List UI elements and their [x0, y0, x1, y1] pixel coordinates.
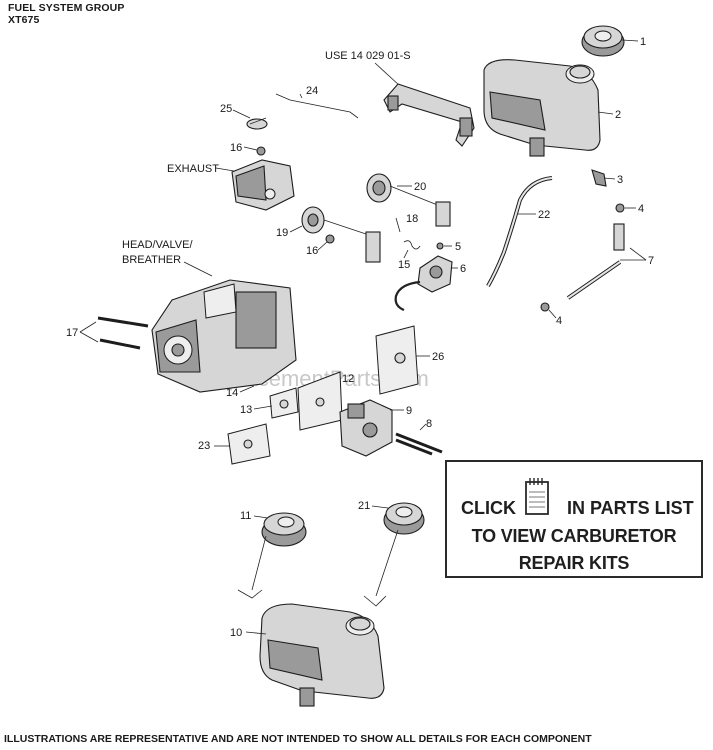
callout-4-upper: 4 — [638, 203, 644, 215]
gasket-part-23[interactable] — [227, 423, 271, 465]
plate-part-26[interactable] — [375, 325, 419, 395]
rods-part-8[interactable] — [395, 432, 443, 456]
tank-bracket-part[interactable] — [383, 83, 475, 147]
breather-label: BREATHER — [122, 254, 181, 266]
carburetor-part[interactable] — [339, 399, 393, 457]
clamp-part-4-lower[interactable] — [540, 302, 550, 312]
callout-20: 20 — [414, 181, 426, 193]
callout-10: 10 — [230, 627, 242, 639]
spring-part-15[interactable] — [403, 240, 421, 250]
callout-26: 26 — [432, 351, 444, 363]
callout-5: 5 — [455, 241, 461, 253]
clamp-part-5[interactable] — [436, 242, 444, 250]
callout-2: 2 — [615, 109, 621, 121]
model-number: XT675 — [8, 14, 40, 26]
fuel-tank-part[interactable] — [483, 59, 601, 157]
to-view-carburetor-text: TO VIEW CARBURETOR — [471, 526, 677, 546]
click-text: CLICK — [461, 498, 516, 518]
diagram-title: FUEL SYSTEM GROUP — [8, 2, 125, 14]
notebook-icon[interactable] — [524, 476, 550, 516]
head-valve-label: HEAD/VALVE/ — [122, 239, 193, 251]
governor-part-19[interactable] — [301, 206, 381, 263]
linkage-rod-part[interactable] — [275, 93, 359, 119]
callout-15: 15 — [398, 259, 410, 271]
callout-3: 3 — [617, 174, 623, 186]
exhaust-muffler-part[interactable] — [231, 159, 295, 211]
clip-part-25[interactable] — [246, 117, 268, 130]
fuel-cap-part[interactable] — [581, 25, 625, 57]
insulator-part-13[interactable] — [269, 387, 299, 419]
callout-6: 6 — [460, 263, 466, 275]
fitting-part-3[interactable] — [591, 169, 607, 187]
callout-18: 18 — [406, 213, 418, 225]
repair-kits-text: REPAIR KITS — [518, 553, 630, 573]
callout-14: 14 — [226, 387, 238, 399]
callout-11: 11 — [240, 510, 251, 522]
callout-17: 17 — [66, 327, 78, 339]
callout-4-lower: 4 — [556, 315, 562, 327]
callout-1: 1 — [640, 36, 646, 48]
fuel-line-part[interactable] — [486, 176, 553, 287]
fuel-cap-part-21[interactable] — [363, 502, 425, 607]
fuel-tank-part-10[interactable] — [259, 603, 385, 707]
clamp-part-4-upper[interactable] — [615, 203, 625, 213]
callout-22: 22 — [538, 209, 550, 221]
callout-8: 8 — [426, 418, 432, 430]
governor-part-20[interactable] — [366, 173, 451, 227]
callout-23: 23 — [198, 440, 210, 452]
nut-part-16-lower[interactable] — [325, 234, 335, 244]
engine-block-part[interactable] — [151, 279, 297, 393]
callout-9: 9 — [406, 405, 412, 417]
callout-13: 13 — [240, 404, 252, 416]
callout-24: 24 — [306, 85, 318, 97]
callout-21: 21 — [358, 500, 370, 512]
callout-16-lower: 16 — [306, 245, 318, 257]
screw-part-18[interactable] — [395, 217, 401, 233]
disclaimer-footer: ILLUSTRATIONS ARE REPRESENTATIVE AND ARE… — [4, 733, 592, 745]
use-part-note: USE 14 029 01-S — [325, 50, 411, 62]
fuel-pump-part[interactable] — [394, 255, 453, 312]
callout-12: 12 — [342, 373, 354, 385]
carburetor-repair-kit-callout[interactable]: CLICK IN PARTS LIST TO VIEW CARBURETOR R… — [445, 460, 703, 578]
callout-25: 25 — [220, 103, 232, 115]
exhaust-label: EXHAUST — [167, 163, 219, 175]
nut-part-16-upper[interactable] — [256, 146, 266, 156]
rods-part-17[interactable] — [97, 316, 149, 350]
in-parts-list-text: IN PARTS LIST — [567, 498, 694, 518]
fuel-cap-part-11[interactable] — [237, 512, 307, 599]
callout-16-upper: 16 — [230, 142, 242, 154]
fuel-filter-part[interactable] — [566, 223, 625, 300]
callout-7: 7 — [648, 255, 654, 267]
callout-19: 19 — [276, 227, 288, 239]
